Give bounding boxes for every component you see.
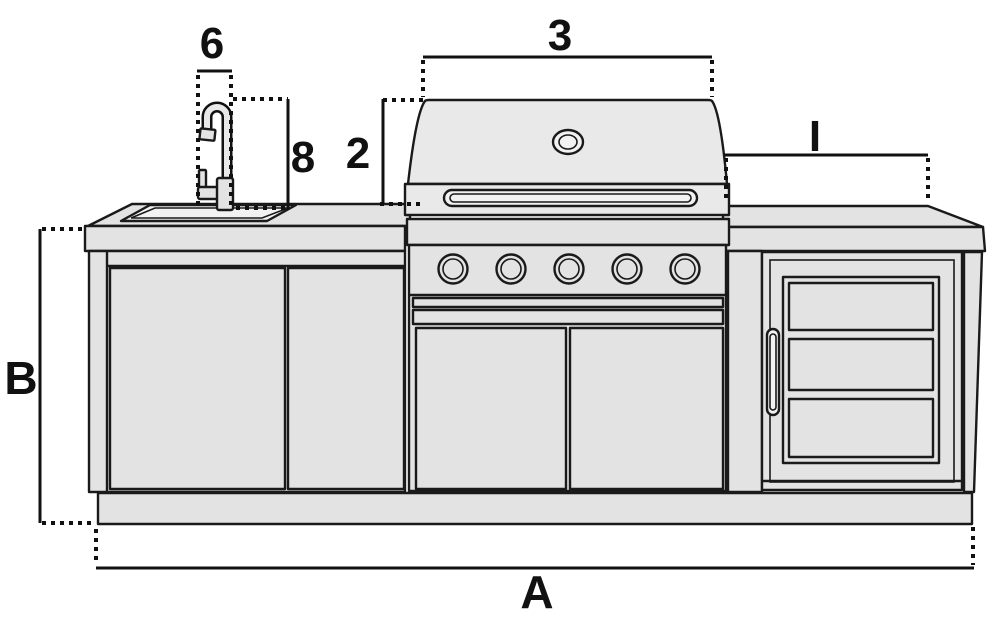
fridge-panel-bottom [787, 397, 935, 459]
right-counter [721, 204, 987, 494]
grease-tray [411, 296, 725, 309]
base-plinth [96, 491, 974, 526]
right-cabinet-side-strip [962, 250, 984, 494]
dimension-a: A [94, 527, 975, 618]
grill-door-right [568, 326, 725, 491]
dim-b-label: B [4, 352, 37, 404]
left-cabinet-door-1 [108, 266, 287, 491]
lid-handle-inner [449, 193, 692, 203]
right-countertop-surface [721, 204, 985, 229]
right-cabinet-stile [726, 249, 764, 494]
control-knob-ring [674, 258, 696, 280]
grill [403, 98, 731, 493]
control-knob-ring [442, 258, 464, 280]
fridge-panel-top [787, 281, 935, 332]
dimension-b: B [4, 227, 94, 525]
control-knob-ring [616, 258, 638, 280]
thermometer-dial [558, 134, 578, 150]
fridge-handle-inner [769, 333, 777, 411]
left-cabinet-door-2 [286, 266, 406, 491]
control-knobs [437, 253, 701, 285]
faucet [196, 101, 235, 212]
lid-handle [442, 188, 699, 208]
grill-mid-band [411, 308, 725, 326]
grill-door-left [414, 326, 568, 491]
fridge-panel-middle [787, 337, 935, 392]
thermometer [551, 128, 585, 156]
fridge-door [781, 275, 941, 465]
grill-top-band [405, 217, 731, 247]
dimension-8: 8 [233, 97, 315, 210]
dim-i-label: I [809, 112, 821, 161]
control-knob-ring [500, 258, 522, 280]
dim-6-label: 6 [200, 19, 224, 68]
dimension-i: I [724, 112, 930, 203]
sink-rim-outer [119, 203, 298, 223]
dim-8-label: 8 [291, 133, 315, 182]
dimension-2: 2 [346, 98, 424, 206]
fridge-handle [765, 327, 781, 417]
dim-a-label: A [520, 566, 553, 618]
left-counter [83, 202, 412, 494]
faucet-spout [198, 127, 217, 142]
sink [119, 203, 298, 223]
dimension-3: 3 [421, 11, 714, 97]
dim-2-label: 2 [346, 129, 370, 178]
faucet-gooseneck-tube [204, 104, 230, 183]
left-counter-fascia [83, 224, 407, 253]
right-counter-fascia [721, 225, 987, 253]
dim-3-label: 3 [548, 11, 572, 60]
control-knob-ring [558, 258, 580, 280]
dimension-6: 6 [196, 19, 233, 208]
